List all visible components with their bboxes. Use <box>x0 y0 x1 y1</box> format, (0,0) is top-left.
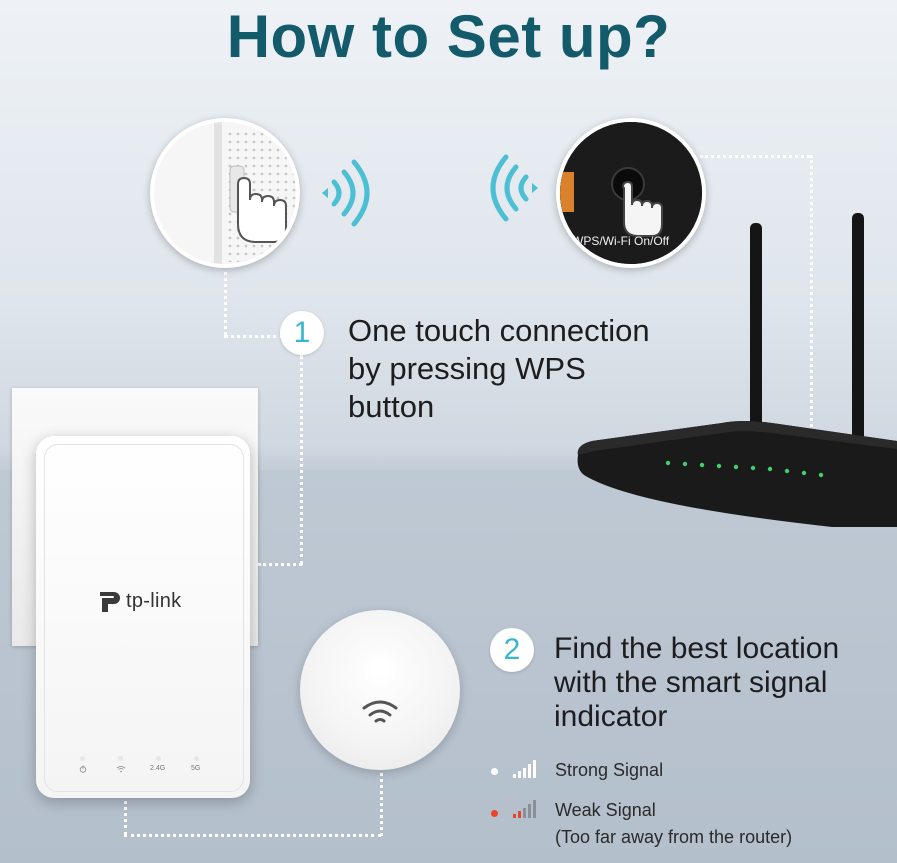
step-1-badge: 1 <box>280 311 324 355</box>
connector-line <box>124 770 127 836</box>
range-extender: tp-link 2.4G 5G <box>36 436 250 798</box>
step-2-line: indicator <box>554 700 668 733</box>
connector-line <box>224 335 284 338</box>
router-image <box>577 213 897 527</box>
router-button-label: WPS/Wi-Fi On/Off <box>572 234 670 248</box>
wifi-waves-left-icon <box>322 159 370 227</box>
connector-line <box>224 265 227 335</box>
connector-line <box>380 760 383 836</box>
led-power <box>80 756 85 761</box>
step-2-line: with the smart signal <box>554 666 828 699</box>
extender-logo-text: tp-link <box>126 590 182 612</box>
step-1-text: One touch connection by pressing WPS but… <box>348 312 650 426</box>
extender-wps-closeup <box>150 118 300 268</box>
weak-signal-note: (Too far away from the router) <box>555 827 793 847</box>
connector-line <box>810 155 813 445</box>
led-5g <box>194 756 199 761</box>
signal-bars-icon <box>513 800 536 818</box>
wifi-icon <box>116 766 126 773</box>
led-label-5g: 5G <box>191 765 201 772</box>
signal-indicator-closeup <box>300 610 460 770</box>
signal-led-glow <box>360 652 400 680</box>
router-wps-closeup: WPS/Wi-Fi On/Off <box>556 118 706 268</box>
step-2-text: Find the best location with the smart si… <box>554 632 839 734</box>
weak-signal-label: Weak Signal <box>555 800 656 820</box>
signal-bars-icon <box>513 760 536 778</box>
led-label-24g: 2.4G <box>150 765 166 772</box>
step-2-line: Find the best location <box>554 632 840 665</box>
step-1-line: One touch connection <box>348 313 650 348</box>
connector-line <box>700 155 810 158</box>
step-1-line: by pressing WPS <box>348 351 586 386</box>
led-wifi <box>118 756 123 761</box>
tp-link-logo-icon <box>100 592 120 612</box>
connector-line <box>258 563 302 566</box>
strong-signal-dot <box>491 768 498 775</box>
step-2-badge: 2 <box>490 628 534 672</box>
wifi-icon <box>362 700 398 723</box>
hand-press-icon <box>621 180 663 237</box>
step-1-line: button <box>348 389 435 424</box>
page-title: How to Set up? <box>226 3 671 70</box>
connector-line <box>300 355 303 565</box>
weak-signal-dot <box>491 810 498 817</box>
connector-line <box>124 834 381 837</box>
strong-signal-label: Strong Signal <box>555 760 664 780</box>
extender-front-panel <box>44 444 244 792</box>
power-icon <box>79 765 87 773</box>
wifi-waves-right-icon <box>490 154 538 222</box>
led-24g <box>156 756 161 761</box>
